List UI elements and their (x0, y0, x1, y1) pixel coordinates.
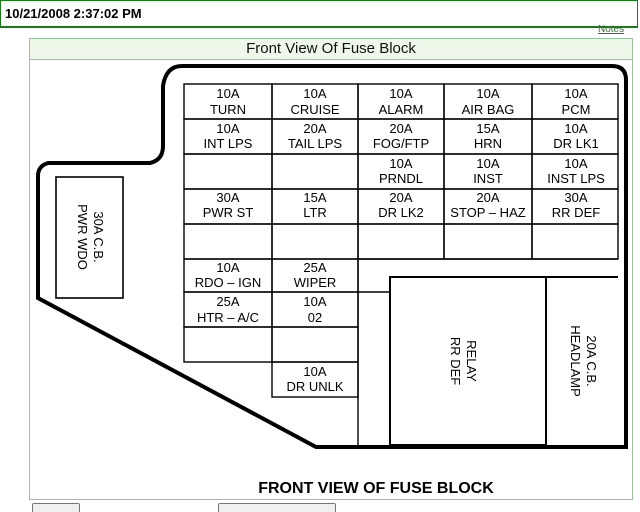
fuse-rating: 10A (389, 156, 412, 171)
fuse-rating: 10A (476, 86, 499, 101)
relay-label-line1: RELAY (464, 340, 479, 382)
breaker-name: HEADLAMP (568, 325, 583, 397)
fuse-rating: 20A (389, 121, 412, 136)
relay-rr-def: RELAY RR DEF (448, 337, 479, 385)
fuse-rating: 30A (216, 190, 239, 205)
breaker-left-box (55, 176, 124, 299)
fuse-rating: 10A (216, 121, 239, 136)
fuse-rating: 10A (216, 86, 239, 101)
fuse-rating: 10A (303, 294, 326, 309)
bottom-button-right[interactable] (218, 503, 336, 512)
fuse-name: INT LPS (204, 136, 253, 151)
fuse-grid (183, 83, 619, 447)
fuse-rating: 30A (564, 190, 587, 205)
fuse-name: HTR – A/C (197, 310, 259, 325)
fuse-block-outline (36, 64, 628, 449)
fuse-rating: 10A (303, 364, 326, 379)
fuse-rating: 15A (476, 121, 499, 136)
fuse-name: INST (473, 171, 503, 186)
breaker-pwr-wdo: 30A C.B. PWR WDO (75, 204, 106, 270)
breaker-headlamp: 20A C.B. HEADLAMP (568, 325, 599, 397)
breaker-name: PWR WDO (75, 204, 90, 270)
breaker-rating: 30A C.B. (91, 211, 106, 262)
fuse-rating: 10A (389, 86, 412, 101)
fuse-name: DR LK1 (553, 136, 599, 151)
fuse-rating: 10A (303, 86, 326, 101)
timestamp: 10/21/2008 2:37:02 PM (5, 6, 142, 21)
fuse-rating: 10A (564, 121, 587, 136)
fuse-name: ALARM (379, 102, 424, 117)
fuse-rating: 25A (303, 260, 326, 275)
fuse-name: INST LPS (547, 171, 605, 186)
fuse-rating: 20A (476, 190, 499, 205)
fuse-name: FOG/FTP (373, 136, 429, 151)
fuse-name: RDO – IGN (195, 275, 261, 290)
fuse-name: DR UNLK (286, 379, 343, 394)
panel-title: Front View Of Fuse Block (30, 39, 632, 60)
notes-link[interactable]: Notes (598, 24, 625, 35)
fuse-name: CRUISE (290, 102, 339, 117)
diagram-caption: FRONT VIEW OF FUSE BLOCK (258, 480, 494, 497)
fuse-rating: 20A (303, 121, 326, 136)
fuse-name: AIR BAG (462, 102, 515, 117)
fuse-name: WIPER (294, 275, 337, 290)
fuse-name: PCM (562, 102, 591, 117)
fuse-name: LTR (303, 205, 327, 220)
fuse-rating: 10A (476, 156, 499, 171)
fuse-name: 02 (308, 310, 322, 325)
fuse-rating: 10A (564, 156, 587, 171)
fuse-name: PWR ST (203, 205, 254, 220)
fuse-rating: 10A (216, 260, 239, 275)
fuse-name: PRNDL (379, 171, 423, 186)
fuse-name: HRN (474, 136, 502, 151)
fuse-name: TAIL LPS (288, 136, 343, 151)
bottom-button-left[interactable] (32, 503, 80, 512)
fuse-rating: 20A (389, 190, 412, 205)
fuse-rating: 15A (303, 190, 326, 205)
fuse-name: RR DEF (552, 205, 600, 220)
fuse-name: TURN (210, 102, 246, 117)
fuse-name: DR LK2 (378, 205, 424, 220)
window-frame: 10/21/2008 2:37:02 PM (0, 0, 638, 28)
breaker-rating: 20A C.B. (584, 335, 599, 386)
fuse-name: STOP – HAZ (450, 205, 525, 220)
relay-label-line2: RR DEF (448, 337, 463, 385)
fuse-rating: 10A (564, 86, 587, 101)
fuse-rating: 25A (216, 294, 239, 309)
